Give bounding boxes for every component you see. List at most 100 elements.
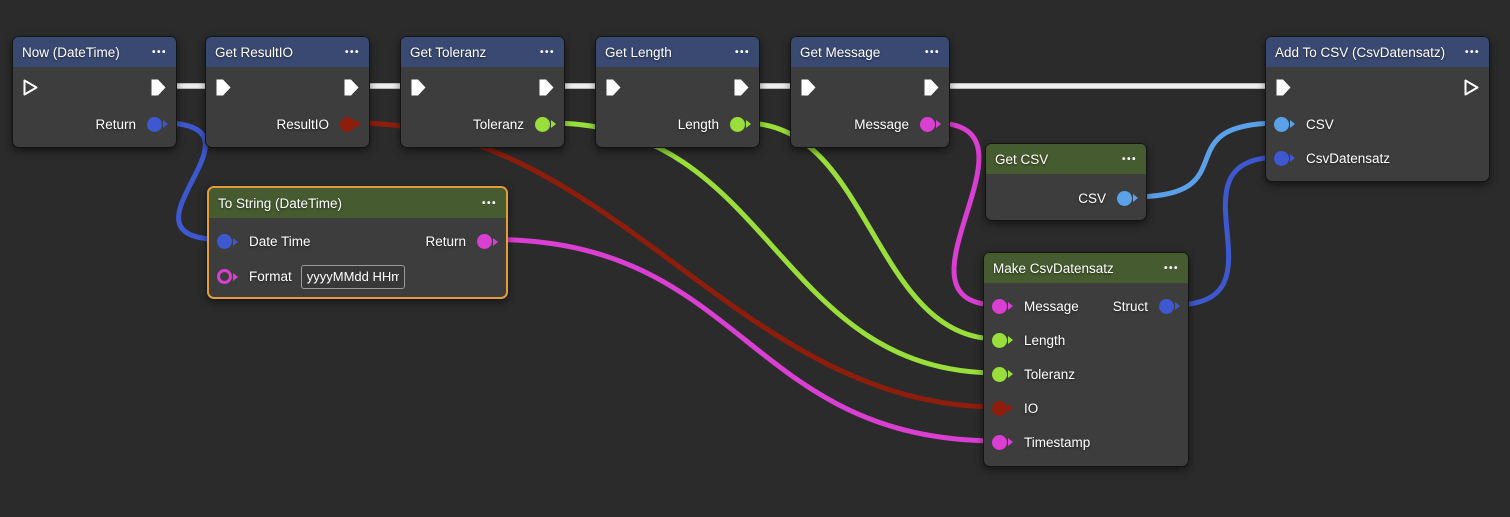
wire-data-now-Return-to-to_string-Date Time[interactable] bbox=[159, 120, 225, 242]
node-header[interactable]: Get Length••• bbox=[596, 37, 759, 67]
pin-circle-hollow-icon[interactable] bbox=[217, 269, 232, 284]
ellipsis-menu-icon[interactable]: ••• bbox=[1464, 46, 1480, 58]
wire-data-to_string-Return-to-make_csv-Timestamp[interactable] bbox=[490, 237, 1001, 444]
pin-chevron-icon bbox=[1290, 154, 1295, 162]
node-now[interactable]: Now (DateTime)••• Return bbox=[12, 36, 177, 148]
node-get_resultio[interactable]: Get ResultIO••• ResultIO bbox=[205, 36, 370, 148]
pin-chevron-icon bbox=[1008, 302, 1013, 310]
pin-circle-icon[interactable] bbox=[147, 116, 162, 132]
pin-date-time[interactable]: Date Time bbox=[217, 234, 311, 249]
node-header[interactable]: Add To CSV (CsvDatensatz)••• bbox=[1266, 37, 1489, 67]
node-get_toleranz[interactable]: Get Toleranz••• Toleranz bbox=[400, 36, 565, 148]
node-header[interactable]: Now (DateTime)••• bbox=[13, 37, 176, 67]
node-header[interactable]: Get CSV••• bbox=[986, 144, 1146, 174]
pin-row: Format bbox=[209, 259, 506, 294]
pin-csvdatensatz[interactable]: CsvDatensatz bbox=[1274, 150, 1390, 166]
node-get_csv[interactable]: Get CSV••• CSV bbox=[985, 143, 1147, 221]
node-get_message[interactable]: Get Message ••• Message bbox=[790, 36, 950, 148]
exec-out-pin[interactable] bbox=[343, 78, 360, 97]
pin-chevron-icon bbox=[233, 272, 238, 281]
wire-data-get_message-Message-to-make_csv-Message[interactable] bbox=[932, 120, 1001, 308]
pin-csv[interactable]: CSV bbox=[1274, 116, 1334, 132]
exec-row bbox=[13, 67, 176, 107]
pin-chevron-icon bbox=[1175, 302, 1180, 310]
pin-io[interactable]: IO bbox=[992, 400, 1038, 416]
exec-out-pin[interactable] bbox=[1463, 78, 1480, 97]
pin-circle-icon[interactable] bbox=[1117, 190, 1132, 206]
ellipsis-menu-icon[interactable]: ••• bbox=[734, 46, 750, 58]
pin-chevron-icon bbox=[163, 120, 168, 128]
exec-out-pin[interactable] bbox=[733, 78, 750, 97]
pin-chevron-icon bbox=[1008, 404, 1013, 412]
node-header[interactable]: Get Message ••• bbox=[791, 37, 949, 67]
pin-struct[interactable]: Struct bbox=[1113, 298, 1180, 314]
pin-csv[interactable]: CSV bbox=[1078, 190, 1138, 206]
pin-row: ResultIO bbox=[206, 107, 369, 141]
pin-chevron-icon bbox=[1008, 336, 1013, 344]
pin-circle-icon[interactable] bbox=[217, 234, 232, 249]
pin-length[interactable]: Length bbox=[677, 116, 751, 132]
pin-return[interactable]: Return bbox=[95, 116, 168, 132]
pin-length[interactable]: Length bbox=[992, 332, 1065, 348]
node-header[interactable]: Get ResultIO••• bbox=[206, 37, 369, 67]
wire-data-make_csv-Struct-to-add_to_csv-CsvDatensatz[interactable] bbox=[1171, 154, 1283, 308]
node-title: Get Message bbox=[800, 44, 881, 60]
node-add_to_csv[interactable]: Add To CSV (CsvDatensatz)••• CSV CsvDatens… bbox=[1265, 36, 1490, 182]
pin-circle-icon[interactable] bbox=[992, 298, 1007, 314]
ellipsis-menu-icon[interactable]: ••• bbox=[539, 46, 555, 58]
pin-circle-icon[interactable] bbox=[730, 116, 745, 132]
exec-in-pin[interactable] bbox=[215, 78, 232, 97]
node-header[interactable]: Get Toleranz••• bbox=[401, 37, 564, 67]
pin-circle-icon[interactable] bbox=[992, 400, 1007, 416]
pin-circle-icon[interactable] bbox=[1274, 150, 1289, 166]
node-header[interactable]: Make CsvDatensatz••• bbox=[984, 253, 1188, 283]
pin-label: CSV bbox=[1078, 190, 1106, 206]
pin-circle-icon[interactable] bbox=[992, 434, 1007, 450]
exec-out-pin[interactable] bbox=[150, 78, 167, 97]
pin-circle-icon[interactable] bbox=[1274, 116, 1289, 132]
node-header[interactable]: To String (DateTime)••• bbox=[209, 188, 506, 218]
exec-row bbox=[791, 67, 949, 107]
exec-out-pin[interactable] bbox=[538, 78, 555, 97]
pin-circle-icon[interactable] bbox=[535, 116, 550, 132]
pin-timestamp[interactable]: Timestamp bbox=[992, 434, 1090, 450]
pin-message[interactable]: Message bbox=[992, 298, 1079, 314]
ellipsis-menu-icon[interactable]: ••• bbox=[1163, 262, 1179, 274]
ellipsis-menu-icon[interactable]: ••• bbox=[1121, 153, 1137, 165]
exec-in-pin[interactable] bbox=[22, 78, 39, 97]
pin-row: CSV bbox=[1266, 107, 1489, 141]
exec-in-pin[interactable] bbox=[410, 78, 427, 97]
pin-row: Timestamp bbox=[984, 425, 1188, 459]
ellipsis-menu-icon[interactable]: ••• bbox=[344, 46, 360, 58]
pin-label: Message bbox=[1024, 298, 1079, 314]
pin-circle-icon[interactable] bbox=[992, 332, 1007, 348]
ellipsis-menu-icon[interactable]: ••• bbox=[481, 197, 497, 209]
pin-circle-icon[interactable] bbox=[992, 366, 1007, 382]
pin-toleranz[interactable]: Toleranz bbox=[992, 366, 1076, 382]
pin-circle-icon[interactable] bbox=[920, 116, 935, 132]
exec-in-pin[interactable] bbox=[800, 78, 817, 97]
exec-in-pin[interactable] bbox=[1275, 78, 1292, 97]
pin-message[interactable]: Message bbox=[854, 116, 941, 132]
pin-label: Toleranz bbox=[1024, 366, 1076, 382]
wire-data-get_csv-CSV-to-add_to_csv-CSV[interactable] bbox=[1129, 120, 1283, 200]
exec-in-pin[interactable] bbox=[605, 78, 622, 97]
pin-circle-icon[interactable] bbox=[340, 116, 355, 132]
pin-resultio[interactable]: ResultIO bbox=[276, 116, 361, 132]
node-get_length[interactable]: Get Length••• Length bbox=[595, 36, 760, 148]
pin-label: CSV bbox=[1306, 116, 1334, 132]
pin-format[interactable]: Format bbox=[217, 264, 405, 289]
pin-circle-icon[interactable] bbox=[1159, 298, 1174, 314]
ellipsis-menu-icon[interactable]: ••• bbox=[924, 46, 940, 58]
format-input[interactable] bbox=[300, 264, 405, 289]
ellipsis-menu-icon[interactable]: ••• bbox=[151, 46, 167, 58]
exec-out-pin[interactable] bbox=[923, 78, 940, 97]
pin-toleranz[interactable]: Toleranz bbox=[473, 116, 556, 132]
pin-return[interactable]: Return bbox=[425, 234, 498, 249]
pin-label: Length bbox=[677, 116, 719, 132]
pin-circle-icon[interactable] bbox=[477, 234, 492, 249]
